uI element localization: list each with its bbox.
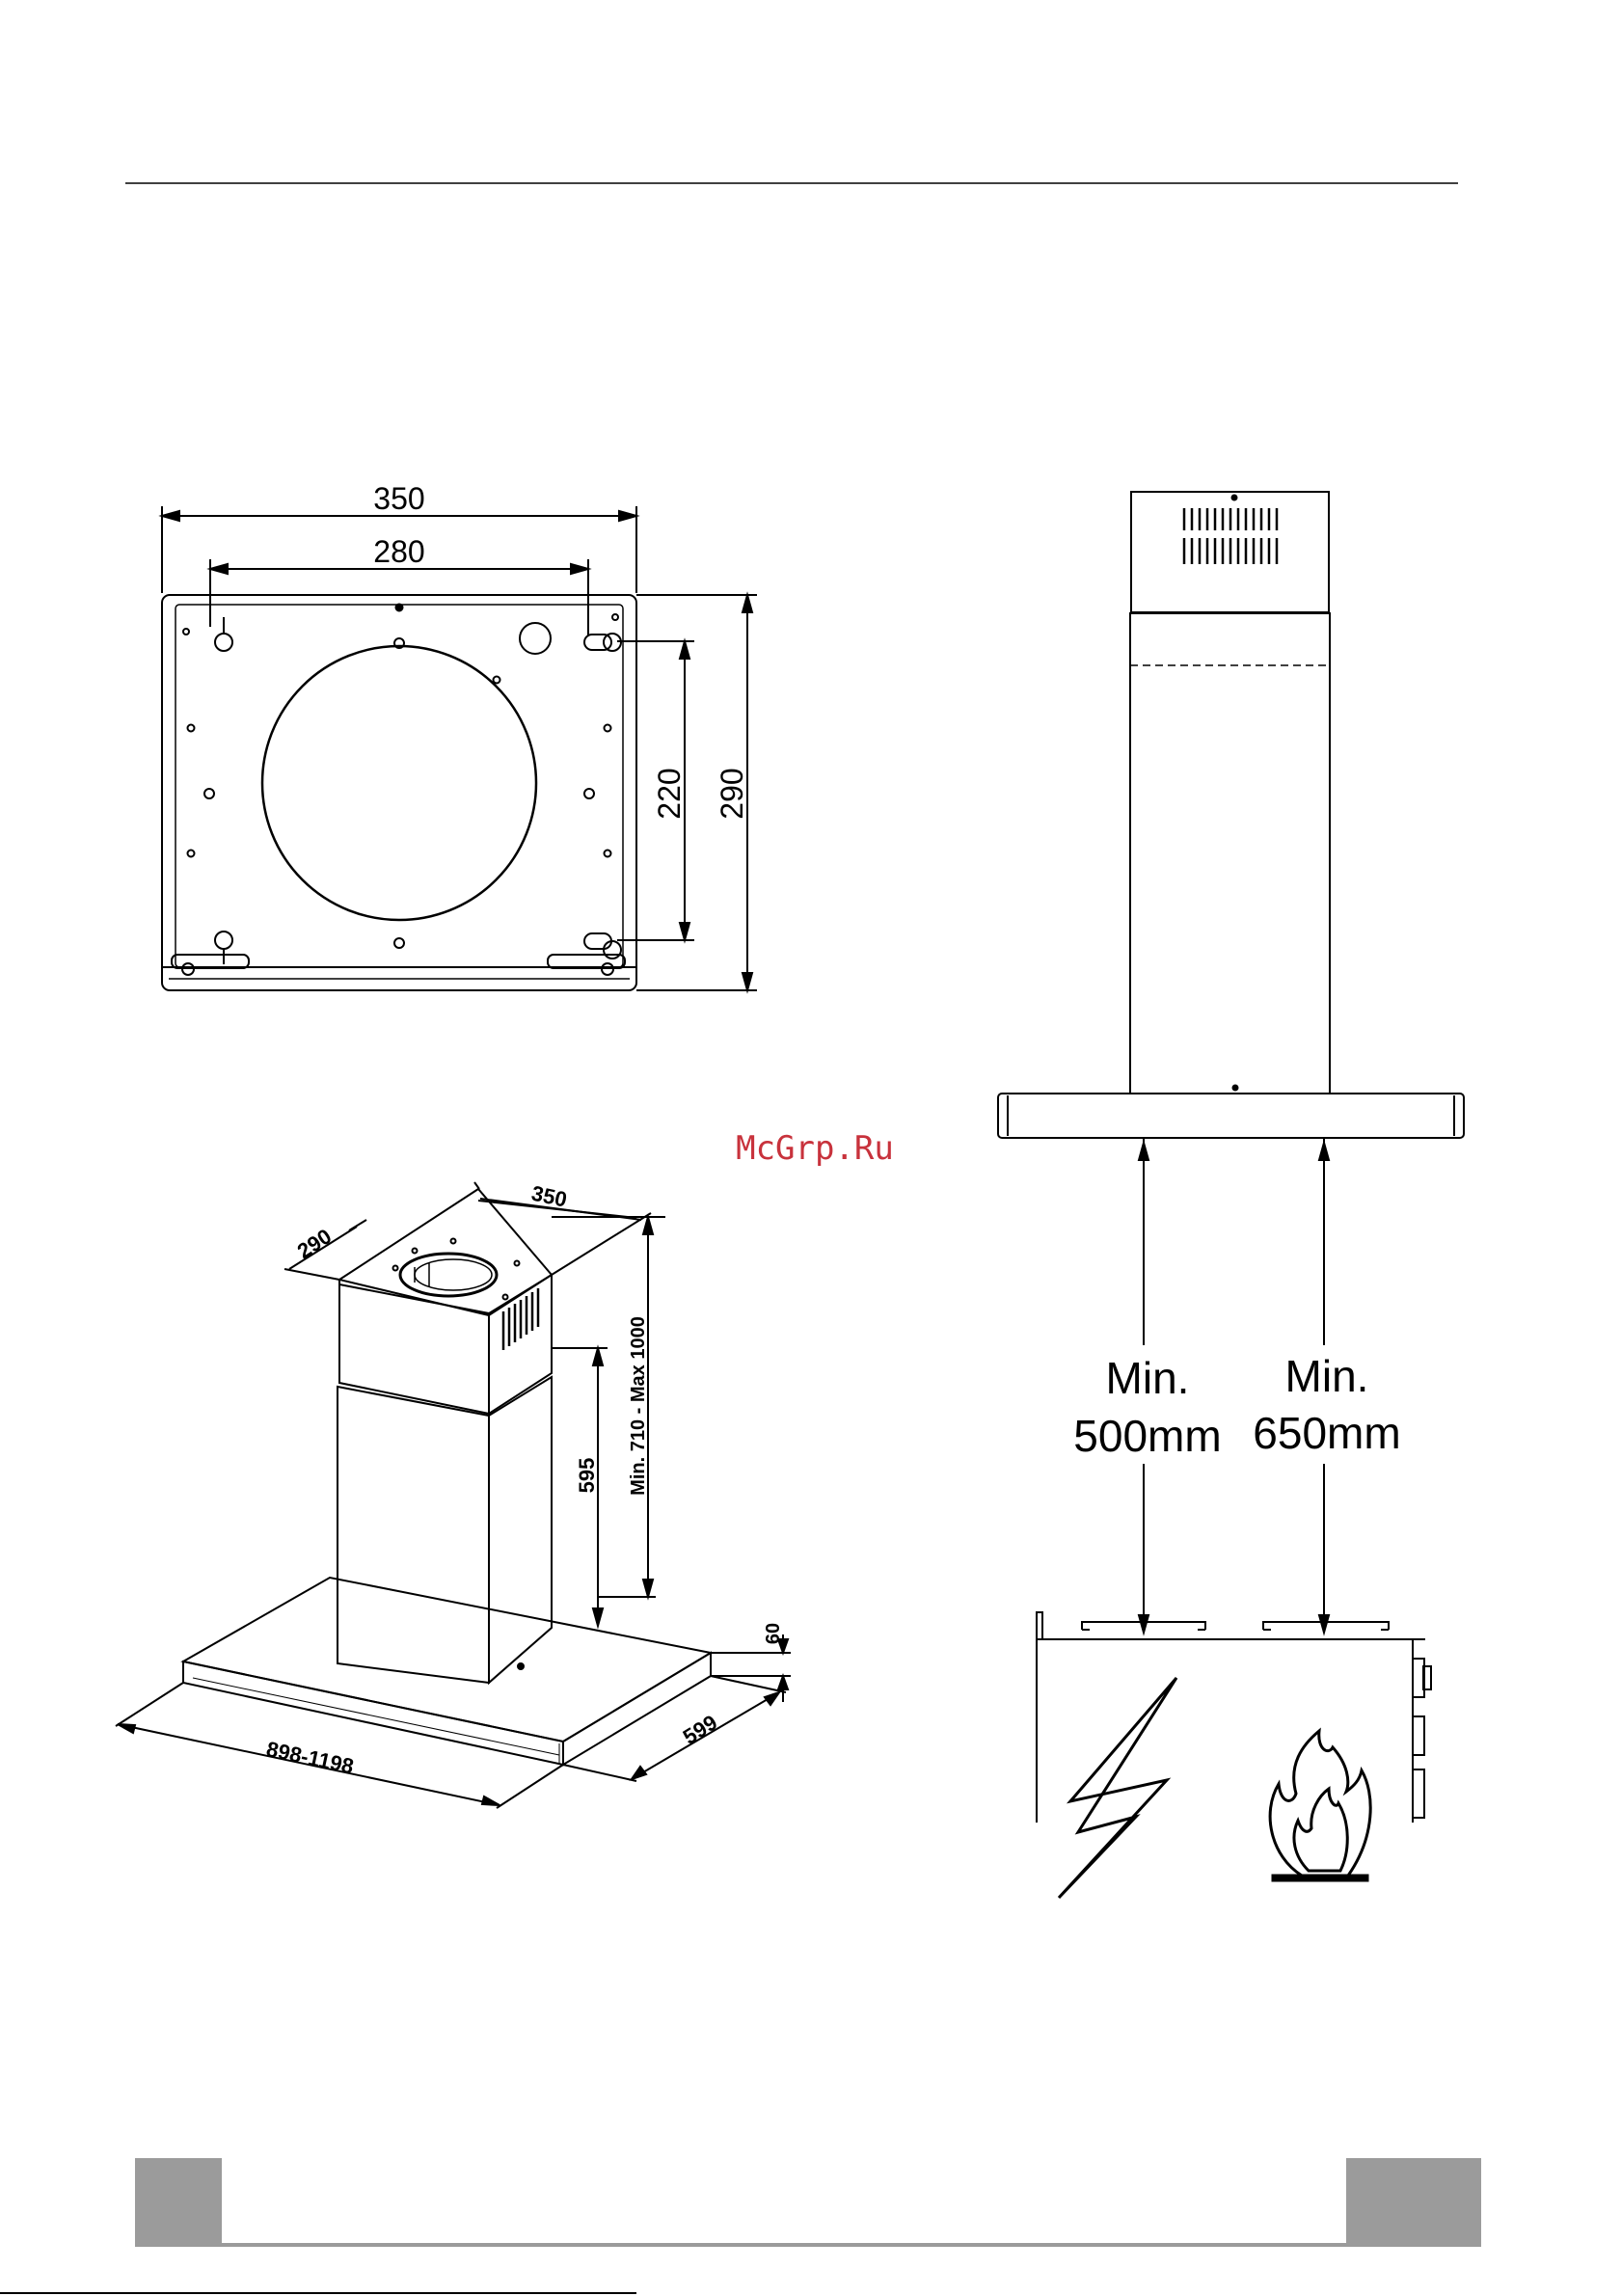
iso-chimney-height-label: Min. 710 - Max 1000: [628, 1316, 649, 1496]
electric-clearance-label-2: 500mm: [1073, 1411, 1221, 1461]
flame-icon: [1270, 1731, 1370, 1880]
front-elevation-drawing: [998, 492, 1464, 1823]
iso-hood-depth-label: 599: [679, 1710, 721, 1749]
lightning-bolt-icon: [1059, 1678, 1176, 1898]
footer-left-block: [135, 2158, 222, 2247]
electric-clearance-label-1: Min.: [1106, 1353, 1190, 1403]
plate-inner-width-label: 280: [373, 534, 424, 569]
iso-lower-chimney-label: 595: [575, 1458, 599, 1494]
plate-inner-height-label: 220: [652, 768, 687, 819]
plate-width-label: 350: [373, 481, 424, 516]
mounting-plate-drawing: [162, 506, 757, 990]
footer-right-block: [1346, 2158, 1481, 2247]
iso-depth-label: 290: [293, 1224, 336, 1263]
isometric-hood-drawing: [116, 1182, 791, 1808]
page-footer: [0, 2158, 1481, 2293]
gas-clearance-label-2: 650mm: [1253, 1408, 1400, 1458]
iso-hood-thickness-label: 60: [763, 1623, 784, 1644]
vent-grille: [1184, 508, 1277, 564]
gas-clearance-label-1: Min.: [1285, 1351, 1369, 1401]
plate-height-label: 290: [715, 768, 749, 819]
iso-hood-width-label: 898-1198: [264, 1737, 356, 1779]
watermark: McGrp.Ru: [736, 1129, 894, 1168]
